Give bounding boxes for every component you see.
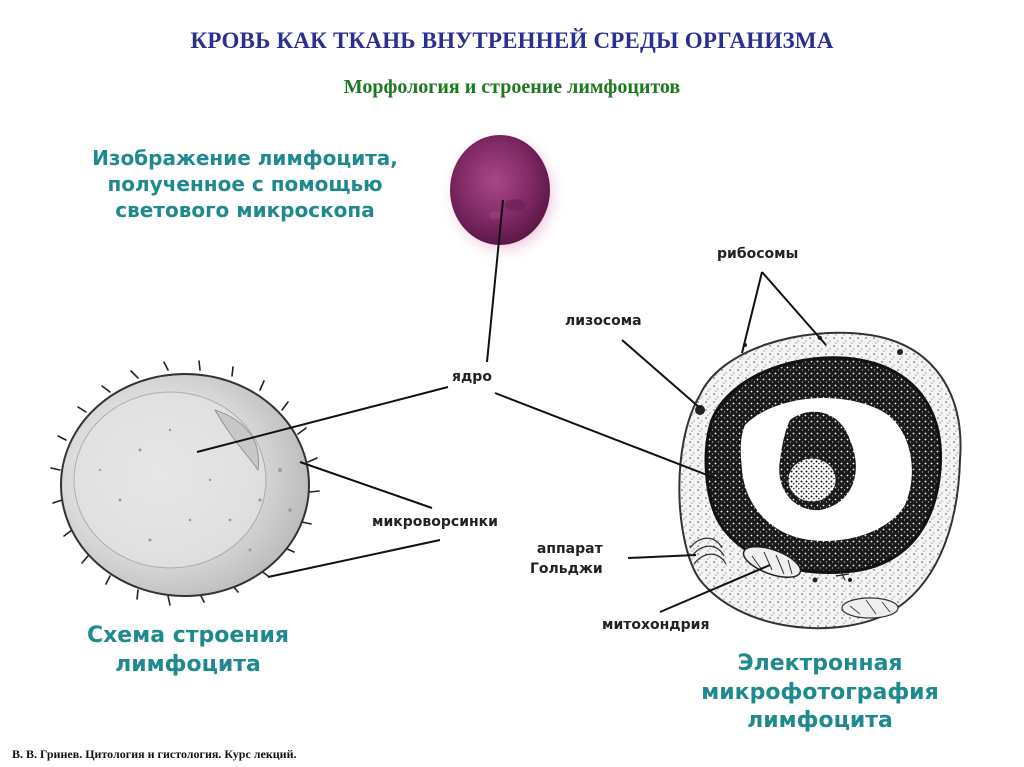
caption-electron-micrograph: Электронная микрофотография лимфоцита (690, 650, 950, 736)
leader-ribosome-1 (742, 272, 762, 353)
light-microscope-cell (439, 125, 567, 265)
label-golgi-line2: Гольджи (530, 560, 603, 580)
label-lysosome: лизосома (565, 313, 642, 329)
caption-scheme: Схема строения лимфоцита (68, 622, 308, 679)
leader-microvilli-1 (300, 462, 432, 508)
label-microvilli: микроворсинки (372, 514, 498, 530)
electron-micrograph-cell (679, 333, 960, 628)
label-mitochondria: митохондрия (602, 617, 709, 633)
leader-golgi (628, 555, 696, 558)
leader-ribosome-2 (762, 272, 826, 345)
label-ribosomes: рибосомы (717, 246, 798, 262)
leader-microvilli-2 (268, 540, 440, 577)
label-golgi-line1: аппарат (530, 540, 603, 560)
footer-citation: В. В. Гринев. Цитология и гистология. Ку… (12, 747, 297, 762)
leader-lysosome (622, 340, 700, 408)
caption-light-microscope: Изображение лимфоцита, полученное с помо… (70, 145, 420, 223)
scheme-cell (51, 361, 319, 605)
label-nucleus: ядро (452, 369, 492, 385)
label-golgi: аппарат Гольджи (530, 540, 603, 579)
